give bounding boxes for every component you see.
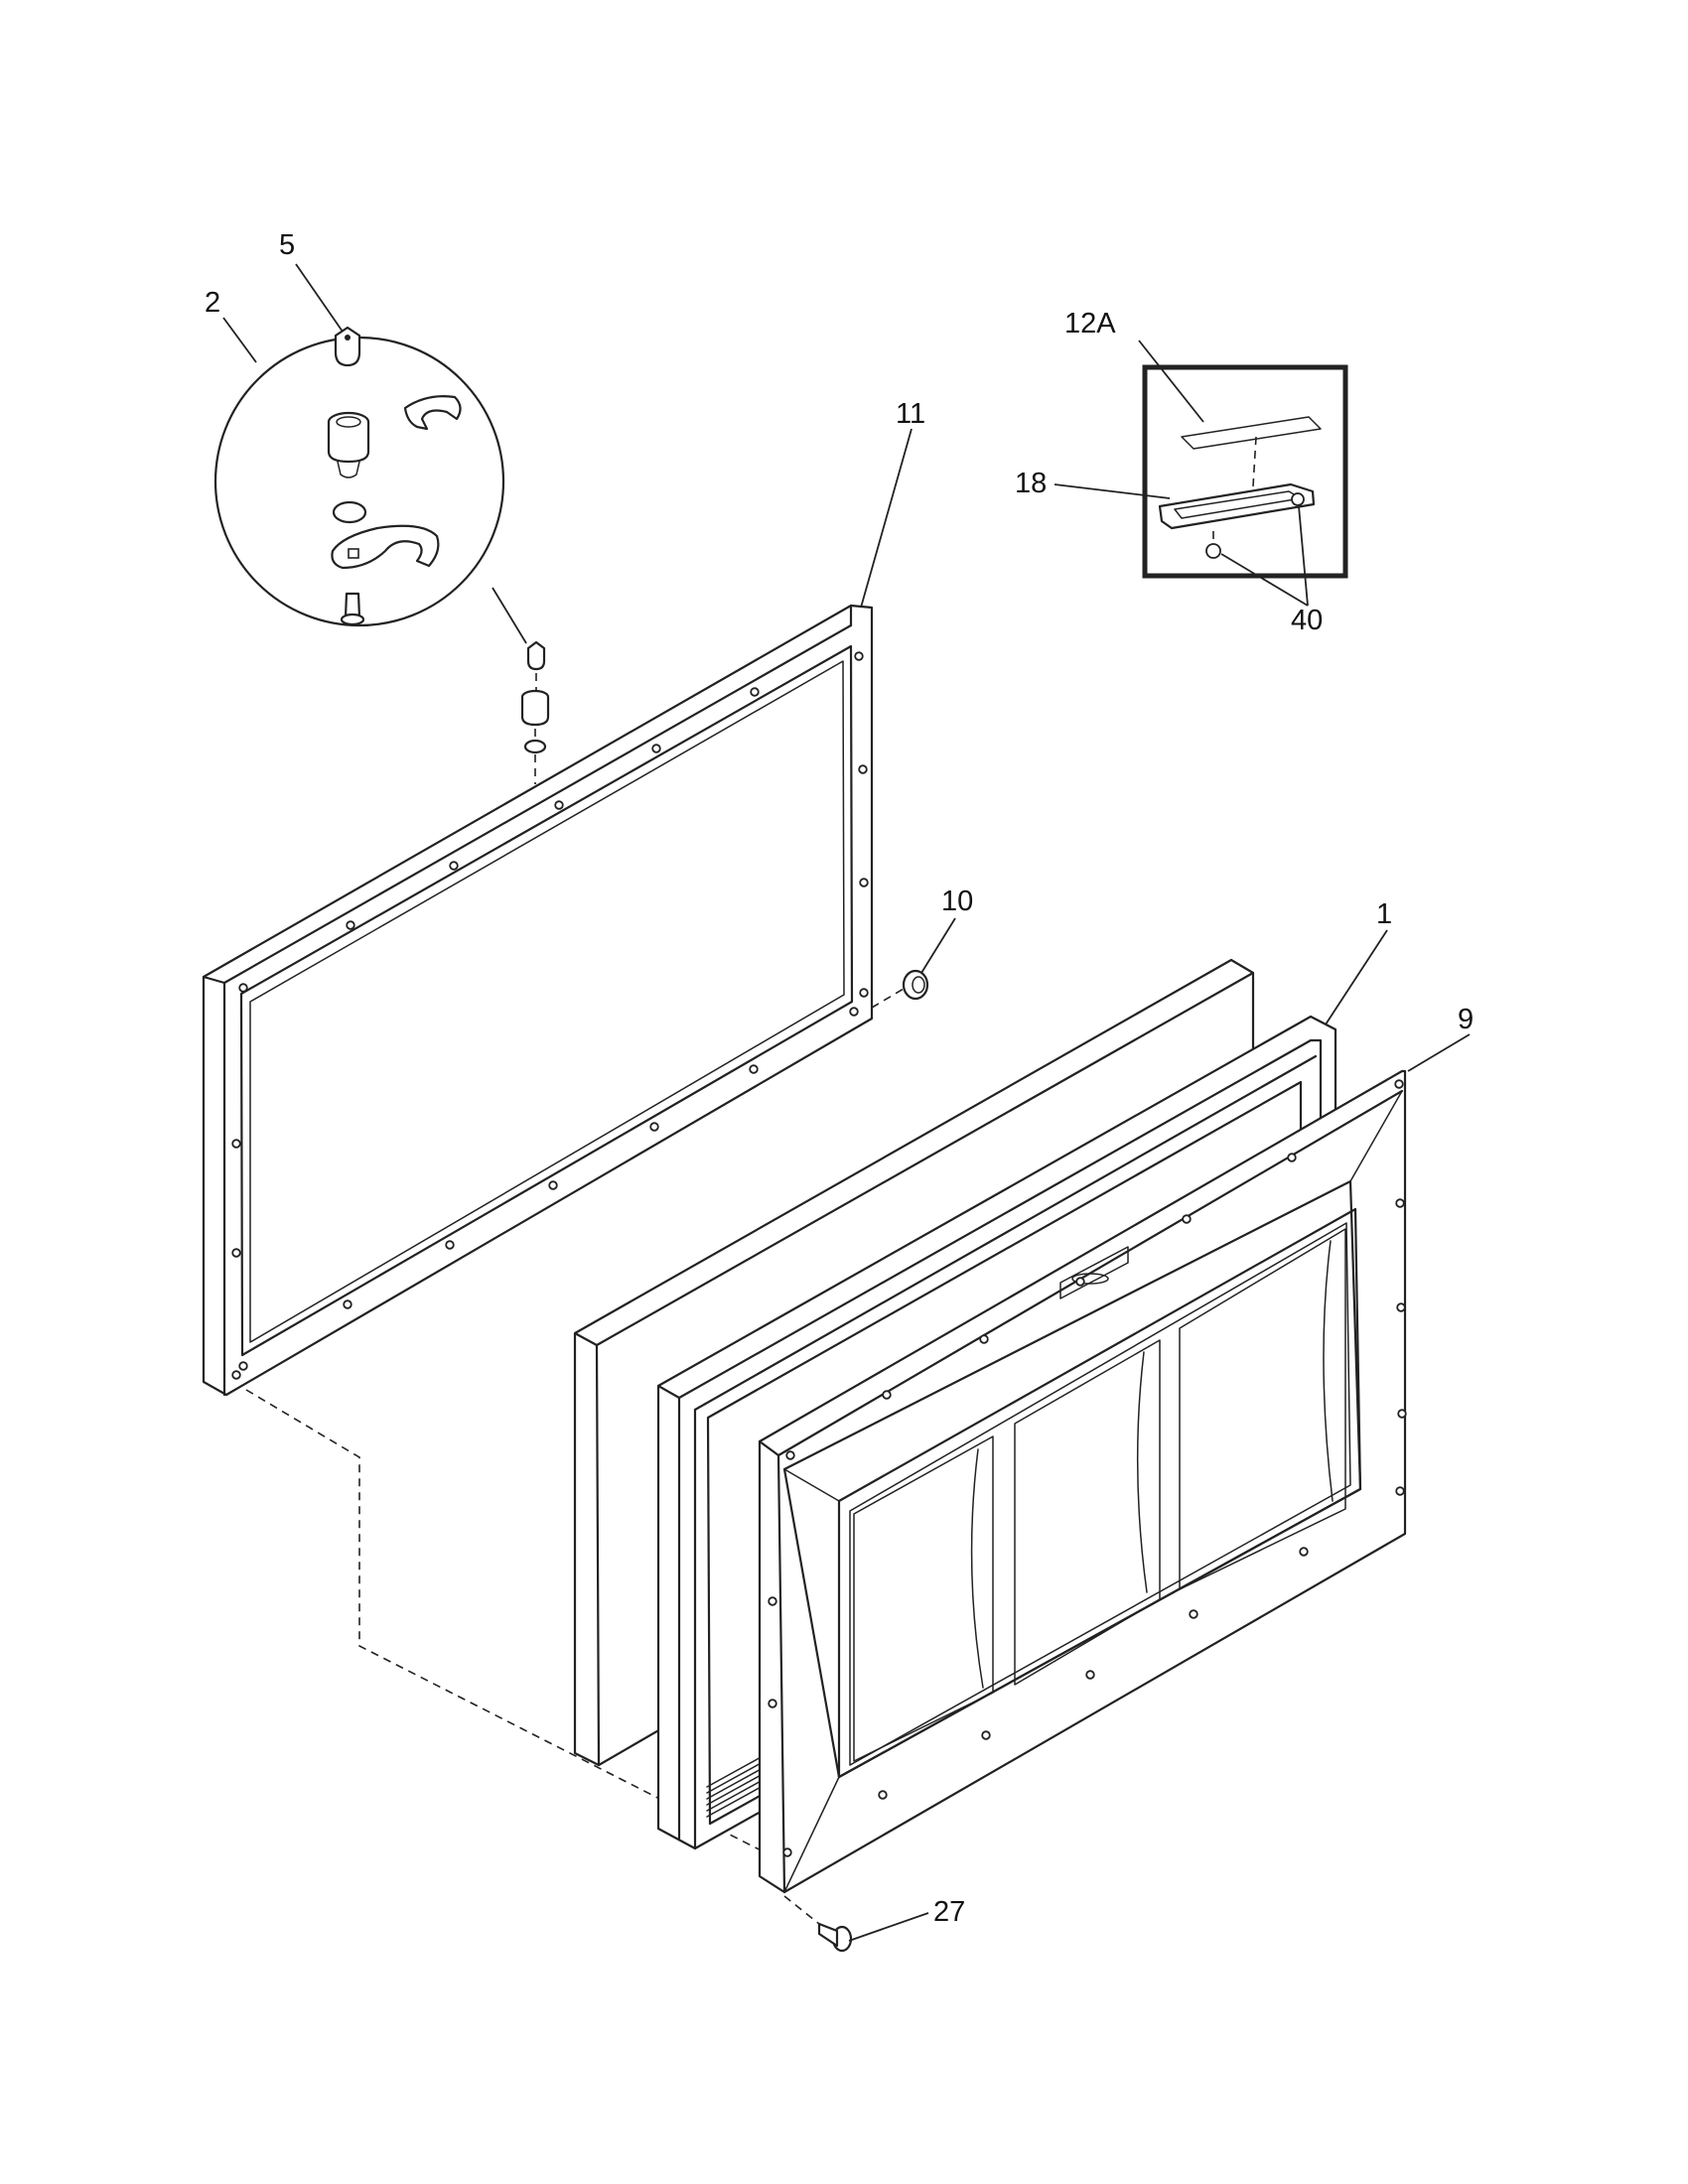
screw-40-right	[1291, 492, 1305, 506]
door-panes	[853, 1228, 1346, 1762]
lock-clip	[403, 395, 462, 431]
callout-11: 11	[896, 398, 925, 430]
lock-cylinder	[327, 422, 370, 464]
lock-key-small	[526, 640, 546, 671]
handle-label-12a	[1181, 416, 1322, 450]
lock-cam	[331, 524, 440, 570]
frame-11-holes	[231, 651, 869, 1380]
handle-inset-group	[1142, 364, 1348, 579]
callout-18: 18	[1015, 468, 1047, 499]
callout-12a: 12A	[1064, 308, 1116, 340]
callout-1: 1	[1376, 898, 1392, 930]
lock-cylinder-small	[520, 697, 550, 727]
screw-40-left	[1205, 543, 1221, 559]
handle-18	[1158, 482, 1316, 530]
bumper-10	[902, 969, 929, 1001]
callout-9: 9	[1458, 1004, 1474, 1035]
leader-lines	[222, 263, 1471, 1942]
callout-40: 40	[1291, 605, 1323, 636]
callout-labels: 5 2 11 12A 18 40 10 1 9 27	[205, 229, 1474, 1928]
o-ring	[332, 500, 367, 524]
callout-10: 10	[941, 886, 973, 917]
inset-frame	[1142, 364, 1348, 579]
lock-detail-circle	[213, 336, 505, 627]
callout-27: 27	[933, 1896, 965, 1928]
callout-2: 2	[205, 287, 220, 319]
outer-door-9	[758, 1069, 1407, 1894]
key-5	[334, 326, 361, 367]
gasket-frame-11	[202, 604, 874, 1397]
callout-5: 5	[279, 229, 295, 261]
lock-detail-group	[213, 326, 505, 627]
screw-27	[817, 1922, 853, 1953]
liner-vent	[706, 1754, 766, 1818]
door-9-holes	[768, 1079, 1407, 1857]
